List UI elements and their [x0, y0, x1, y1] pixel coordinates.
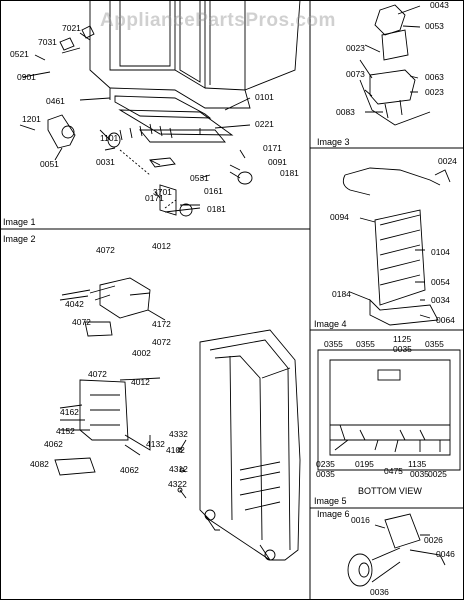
- section-title-i3: Image 3: [317, 137, 350, 147]
- part-number-label: 0181: [207, 204, 226, 214]
- part-number-label: 4002: [132, 348, 151, 358]
- part-number-label: 4312: [169, 464, 188, 474]
- part-number-label: 0023: [346, 43, 365, 53]
- part-number-label: 0073: [346, 69, 365, 79]
- part-number-label: 0355: [356, 339, 375, 349]
- section-title-i4: Image 4: [314, 319, 347, 329]
- image6-drawing: [347, 513, 446, 587]
- part-number-label: 1125: [393, 334, 412, 344]
- part-number-label: 7031: [38, 37, 57, 47]
- section-title-i6: Image 6: [317, 509, 350, 519]
- part-number-label: 3701: [153, 187, 172, 197]
- part-number-label: 4102: [166, 445, 185, 455]
- part-number-label: 0181: [280, 168, 299, 178]
- part-number-label: 4042: [65, 299, 84, 309]
- part-number-label: 4322: [168, 479, 187, 489]
- part-number-label: 0031: [96, 157, 115, 167]
- part-number-label: 0235: [316, 459, 335, 469]
- part-number-label: 4072: [152, 337, 171, 347]
- part-number-label: 4072: [88, 369, 107, 379]
- part-number-label: 0064: [436, 315, 455, 325]
- part-number-label: 4162: [60, 407, 79, 417]
- part-number-label: 0035: [410, 469, 429, 479]
- watermark: AppliancePartsPros.com: [100, 10, 336, 31]
- part-number-label: 4062: [120, 465, 139, 475]
- part-number-label: 0063: [425, 72, 444, 82]
- image5-drawing: [317, 349, 461, 471]
- part-number-label: 0171: [145, 193, 164, 203]
- part-number-label: 0026: [424, 535, 443, 545]
- part-number-label: 0531: [190, 173, 209, 183]
- part-number-label: 4132: [146, 439, 165, 449]
- part-number-label: 0034: [431, 295, 450, 305]
- part-number-label: 4082: [30, 459, 49, 469]
- part-number-label: 0104: [431, 247, 450, 257]
- part-number-label: 0053: [425, 21, 444, 31]
- image3-drawing: [359, 4, 431, 126]
- part-number-label: 0101: [255, 92, 274, 102]
- part-number-label: 1135: [408, 459, 427, 469]
- part-number-label: 0161: [204, 186, 223, 196]
- part-number-label: 0083: [336, 107, 355, 117]
- part-number-label: 0043: [430, 0, 449, 10]
- part-number-label: 4062: [44, 439, 63, 449]
- image2-drawing: [54, 277, 301, 561]
- part-number-label: 4072: [72, 317, 91, 327]
- part-number-label: 0051: [40, 159, 59, 169]
- part-number-label: 4012: [152, 241, 171, 251]
- part-number-label: 0171: [263, 143, 282, 153]
- part-number-label: 0521: [10, 49, 29, 59]
- image1-drawing: [19, 0, 301, 217]
- part-number-label: 0184: [332, 289, 351, 299]
- part-number-label: 0475: [384, 466, 403, 476]
- part-number-label: 0035: [316, 469, 335, 479]
- part-number-label: 4332: [169, 429, 188, 439]
- part-number-label: 0023: [425, 87, 444, 97]
- part-number-label: 4072: [96, 245, 115, 255]
- part-number-label: 0091: [268, 157, 287, 167]
- part-number-label: 1201: [22, 114, 41, 124]
- part-number-label: 0901: [17, 72, 36, 82]
- bottom-view-caption: BOTTOM VIEW: [358, 486, 422, 496]
- part-number-label: 4012: [131, 377, 150, 387]
- part-number-label: 4172: [152, 319, 171, 329]
- part-number-label: 0195: [355, 459, 374, 469]
- part-number-label: 1101: [100, 133, 119, 143]
- part-number-label: 0355: [425, 339, 444, 349]
- image4-drawing: [342, 167, 451, 326]
- section-title-i5: Image 5: [314, 496, 347, 506]
- section-title-i1: Image 1: [3, 217, 36, 227]
- part-number-label: 0355: [324, 339, 343, 349]
- part-number-label: 0024: [438, 156, 457, 166]
- part-number-label: 0025: [428, 469, 447, 479]
- part-number-label: 0221: [255, 119, 274, 129]
- part-number-label: 4152: [56, 426, 75, 436]
- part-number-label: 0016: [351, 515, 370, 525]
- part-number-label: 0054: [431, 277, 450, 287]
- part-number-label: 0036: [370, 587, 389, 597]
- part-number-label: 0094: [330, 212, 349, 222]
- part-number-label: 7021: [62, 23, 81, 33]
- part-number-label: 0035: [393, 344, 412, 354]
- section-title-i2: Image 2: [3, 234, 36, 244]
- part-number-label: 0046: [436, 549, 455, 559]
- part-number-label: 0461: [46, 96, 65, 106]
